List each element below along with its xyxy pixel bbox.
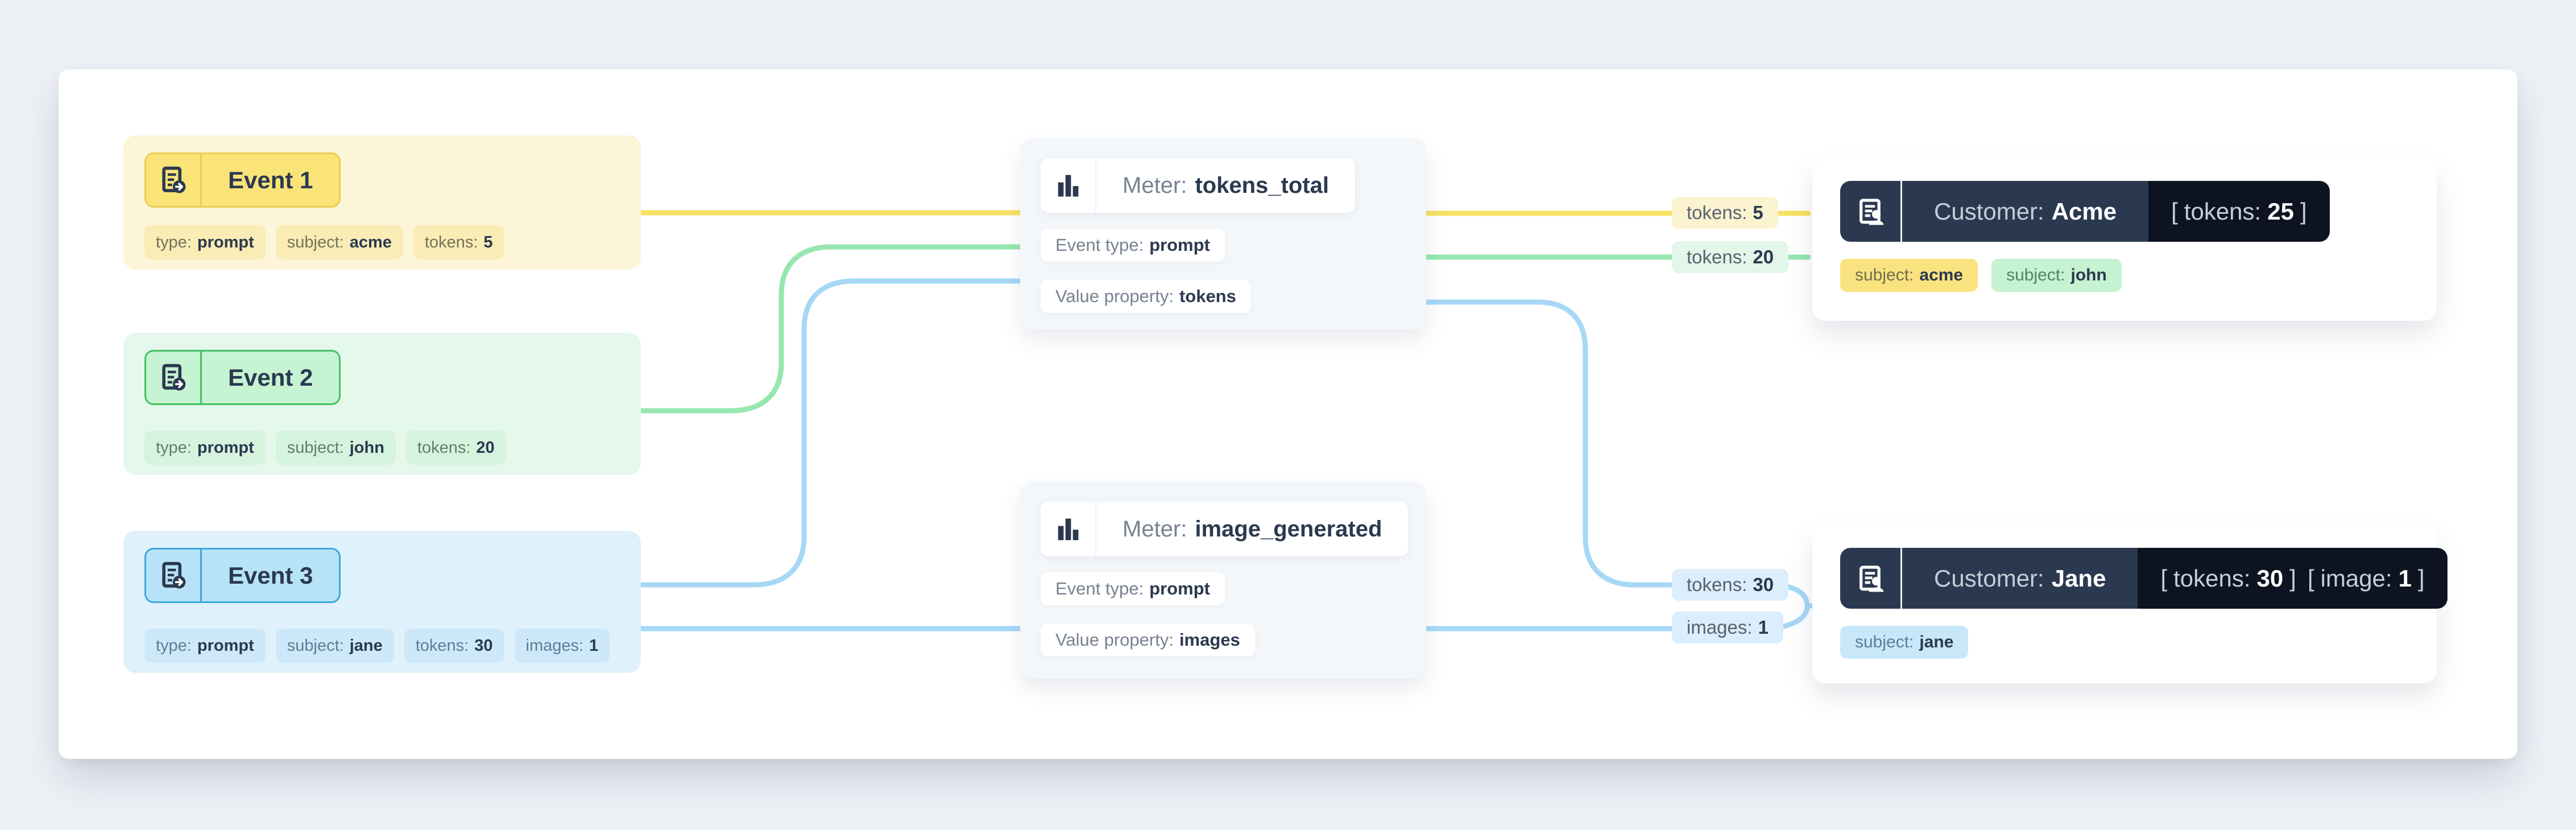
event3-tag-images: images:1 [514, 629, 610, 663]
acme-subject-john-tag: subject:john [1991, 259, 2122, 292]
meter-tokens-total-value-property-chip: Value property:tokens [1041, 280, 1251, 313]
line-event2-to-meter-tokens [636, 244, 1026, 414]
customer-jane-header: Customer:Jane [tokens:30] [image:1] [1840, 548, 2447, 609]
customer-icon [1840, 181, 1902, 242]
meter-tokens-total-title: Meter:tokens_total [1123, 172, 1329, 198]
event1-tags: type:prompt subject:acme tokens:5 [144, 225, 504, 259]
event3-badge: Event 3 [144, 548, 341, 603]
jane-tokens-metric: [tokens:30] [2160, 564, 2296, 592]
event3-tag-type: type:prompt [144, 629, 266, 663]
event2-tag-subject: subject:john [275, 431, 396, 465]
flow-label-tokens-20: tokens:20 [1672, 241, 1789, 273]
customer-acme-node: Customer:Acme [tokens:25] subject:acme s… [1812, 159, 2437, 321]
line-event3-to-meter-tokens [636, 278, 1026, 588]
customer-icon-glyph [1859, 565, 1884, 592]
event3-tags: type:prompt subject:jane tokens:30 image… [144, 629, 610, 663]
customer-acme-metrics: [tokens:25] [2148, 181, 2330, 242]
event2-title: Event 2 [228, 364, 313, 391]
meter-image-generated-title: Meter:image_generated [1123, 516, 1382, 542]
event-send-icon [146, 352, 202, 403]
acme-tokens-metric: [tokens:25] [2171, 197, 2307, 225]
meter-tokens-total-node: Meter:tokens_total Event type:prompt Val… [1020, 138, 1426, 329]
event2-tag-tokens: tokens:20 [405, 431, 506, 465]
line-meter-to-jane-tokens30 [1421, 299, 1772, 588]
event3-tag-subject: subject:jane [275, 629, 394, 663]
jane-image-metric: [image:1] [2307, 564, 2425, 592]
event1-node: Event 1 type:prompt subject:acme tokens:… [123, 135, 641, 270]
customer-jane-node: Customer:Jane [tokens:30] [image:1] subj… [1812, 526, 2447, 683]
event-send-icon-glyph [161, 561, 185, 588]
customer-jane-metrics: [tokens:30] [image:1] [2138, 548, 2447, 609]
event2-badge: Event 2 [144, 350, 341, 405]
bar-chart-icon-glyph [1058, 518, 1079, 540]
customer-jane-title: Customer:Jane [1902, 548, 2138, 609]
event-send-icon-glyph [161, 364, 185, 390]
event2-tag-type: type:prompt [144, 431, 266, 465]
meter-image-generated-value-property-chip: Value property:images [1041, 623, 1255, 656]
flow-label-images-1: images:1 [1672, 612, 1783, 643]
event1-badge: Event 1 [144, 152, 341, 208]
event3-tag-tokens: tokens:30 [404, 629, 504, 663]
customer-jane-tags: subject:jane [1840, 626, 1969, 659]
bar-chart-icon [1041, 158, 1096, 213]
customer-icon [1840, 548, 1902, 609]
meter-tokens-total-header: Meter:tokens_total [1041, 158, 1355, 213]
event1-tag-subject: subject:acme [275, 225, 403, 259]
customer-acme-header: Customer:Acme [tokens:25] [1840, 181, 2330, 242]
customer-acme-title: Customer:Acme [1902, 181, 2149, 242]
meter-image-generated-event-type-chip: Event type:prompt [1041, 572, 1225, 605]
jane-subject-jane-tag: subject:jane [1840, 626, 1969, 659]
event2-tags: type:prompt subject:john tokens:20 [144, 431, 506, 465]
customer-acme-tags: subject:acme subject:john [1840, 259, 2122, 292]
bar-chart-icon [1041, 502, 1096, 556]
meter-image-generated-node: Meter:image_generated Event type:prompt … [1020, 482, 1426, 679]
flow-label-tokens-5: tokens:5 [1672, 197, 1778, 229]
event3-node: Event 3 type:prompt subject:jane tokens:… [123, 531, 641, 673]
flow-label-tokens-30: tokens:30 [1672, 569, 1789, 601]
event-send-icon [146, 550, 202, 601]
event1-tag-type: type:prompt [144, 225, 266, 259]
bar-chart-icon-glyph [1058, 175, 1079, 197]
event1-title: Event 1 [228, 166, 313, 193]
event1-tag-tokens: tokens:5 [413, 225, 504, 259]
acme-subject-acme-tag: subject:acme [1840, 259, 1978, 292]
event-send-icon-glyph [161, 166, 185, 193]
event-send-icon [146, 154, 202, 206]
event2-node: Event 2 type:prompt subject:john tokens:… [123, 333, 641, 475]
event3-title: Event 3 [228, 561, 313, 589]
meter-tokens-total-event-type-chip: Event type:prompt [1041, 229, 1225, 262]
customer-icon-glyph [1859, 199, 1884, 225]
meter-image-generated-header: Meter:image_generated [1041, 502, 1409, 556]
